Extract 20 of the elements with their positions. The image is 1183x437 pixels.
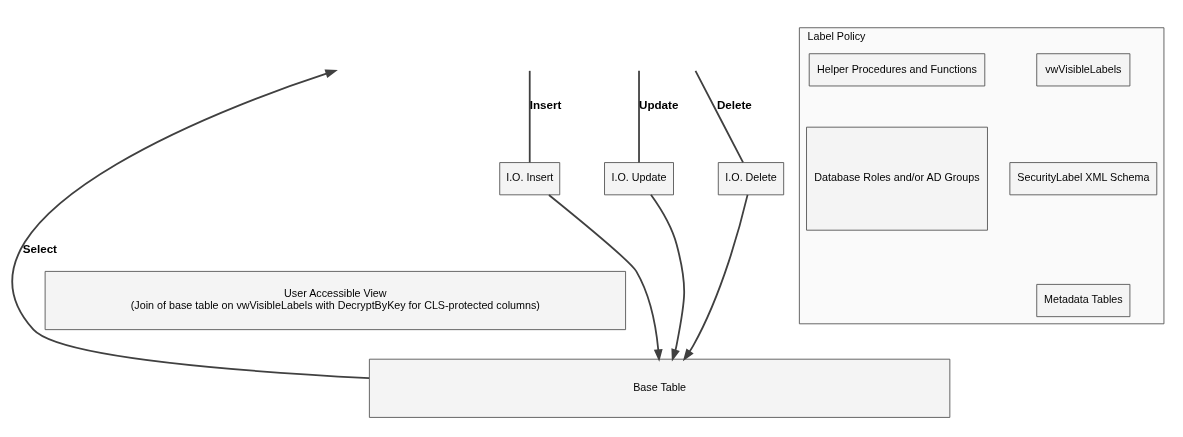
node-box: Database Roles and/or AD Groups [806, 126, 988, 231]
node-box: Metadata Tables [1036, 283, 1131, 317]
node-box: SecurityLabel XML Schema [1009, 161, 1158, 195]
node-box: I.O. Insert [499, 161, 561, 195]
node-box: Helper Procedures and Functions [808, 52, 986, 86]
node-box: Base Table [368, 358, 951, 418]
node-box: User Accessible View (Join of base table on vwVisibleLabels with DecryptByKey for CLS-protected columns) [44, 270, 627, 330]
arrow [548, 193, 663, 362]
arrow [12, 69, 370, 379]
edge-label: Delete [716, 97, 752, 111]
arrow [650, 193, 686, 362]
arrow [682, 193, 749, 361]
connector [638, 69, 640, 163]
edge-label: Select [22, 241, 57, 255]
connector [694, 69, 744, 163]
node-box: I.O. Delete [717, 161, 785, 195]
node-box: vwVisibleLabels [1036, 52, 1131, 86]
edge-label: Insert [529, 97, 562, 111]
connector [528, 69, 531, 163]
node-box: I.O. Update [604, 161, 674, 195]
